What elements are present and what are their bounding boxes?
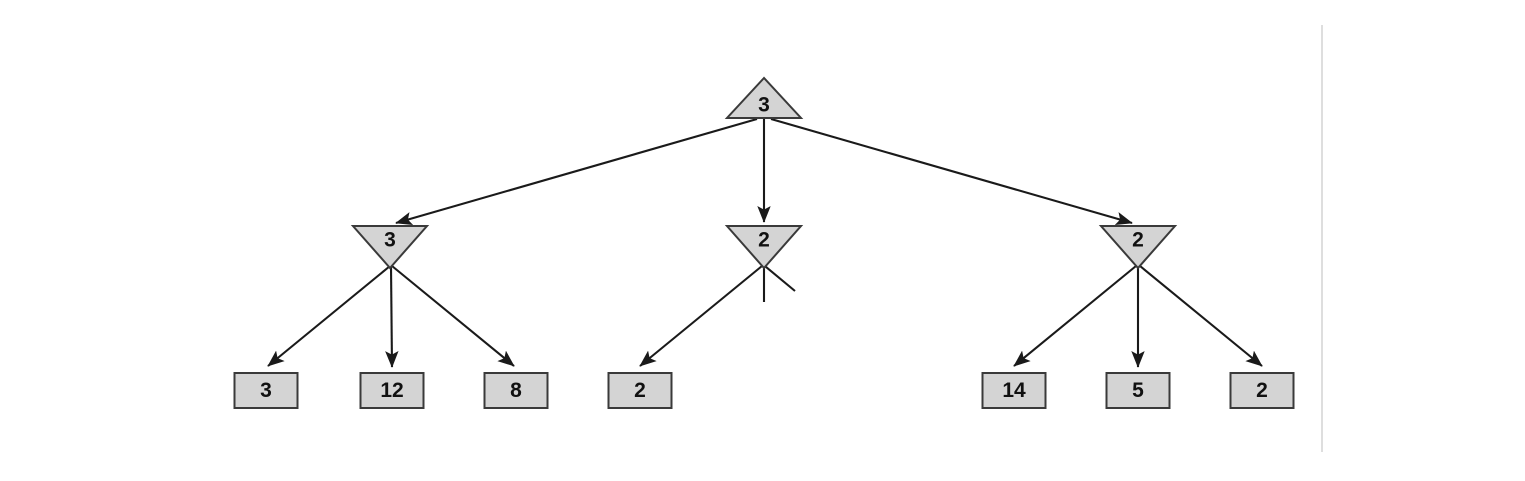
node-leaf-3[interactable]: 8	[483, 372, 549, 409]
node-label-leaf-7: 2	[1256, 379, 1268, 402]
node-label-internal-middle: 2	[758, 229, 770, 252]
node-label-leaf-3: 8	[510, 379, 522, 402]
triangle-down-shape	[350, 225, 430, 270]
node-label-leaf-1: 3	[260, 379, 272, 402]
edge-left-leaf1	[267, 265, 391, 367]
node-internal-left[interactable]: 3	[350, 225, 430, 270]
node-label-leaf-6: 5	[1132, 379, 1144, 402]
node-label-internal-left: 3	[384, 229, 396, 252]
edge-right-leaf7	[1139, 265, 1263, 367]
node-internal-middle[interactable]: 2	[724, 225, 804, 270]
node-root[interactable]: 3	[724, 76, 804, 119]
node-leaf-6[interactable]: 5	[1105, 372, 1171, 409]
leaf-box-shape	[483, 372, 549, 409]
leaf-box-shape	[981, 372, 1047, 409]
triangle-down-shape	[724, 225, 804, 270]
edge-root-left	[395, 117, 758, 226]
edge-left-leaf2	[385, 265, 399, 368]
edge-right-leaf5	[1013, 265, 1137, 367]
nodes-layer: 3 3 2 2 3 12 8 2 14 5 2	[233, 76, 1295, 409]
node-label-root: 3	[758, 94, 770, 117]
node-leaf-4[interactable]: 2	[607, 372, 673, 409]
node-label-leaf-5: 14	[1002, 379, 1026, 402]
edges-layer	[267, 117, 1263, 368]
node-leaf-5[interactable]: 14	[981, 372, 1047, 409]
edge-left-leaf3	[391, 265, 515, 367]
node-label-leaf-4: 2	[634, 379, 646, 402]
leaf-box-shape	[1229, 372, 1295, 409]
leaf-box-shape	[607, 372, 673, 409]
node-leaf-2[interactable]: 12	[359, 372, 425, 409]
leaf-box-shape	[233, 372, 299, 409]
triangle-down-shape	[1098, 225, 1178, 270]
leaf-box-shape	[359, 372, 425, 409]
edge-root-right	[770, 117, 1133, 226]
edge-middle-leaf4	[639, 265, 763, 367]
node-label-internal-right: 2	[1132, 229, 1144, 252]
node-leaf-1[interactable]: 3	[233, 372, 299, 409]
triangle-up-shape	[724, 76, 804, 119]
node-leaf-7[interactable]: 2	[1229, 372, 1295, 409]
node-internal-right[interactable]: 2	[1098, 225, 1178, 270]
leaf-box-shape	[1105, 372, 1171, 409]
node-label-leaf-2: 12	[380, 379, 403, 402]
